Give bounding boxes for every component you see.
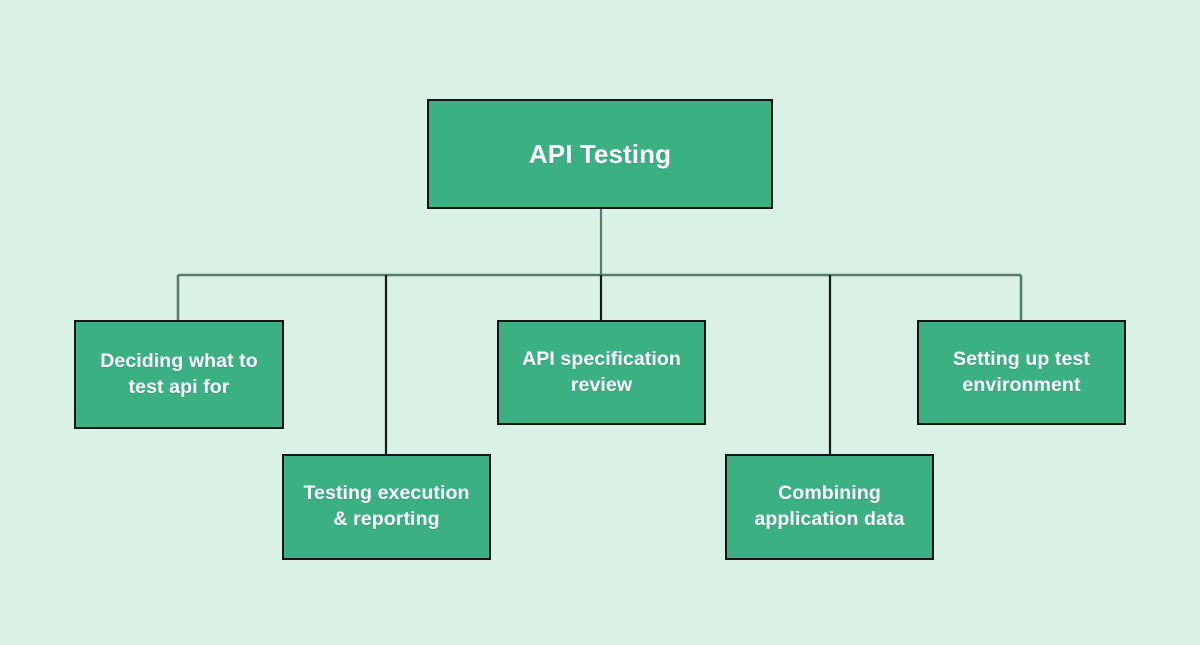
node-setting-up-test-environment-label: Setting up test environment [953, 347, 1090, 396]
node-deciding-what-to-test-api-for[interactable]: Deciding what to test api for [74, 320, 284, 429]
node-testing-execution-and-reporting[interactable]: Testing execution & reporting [282, 454, 491, 560]
node-api-testing-label: API Testing [528, 138, 672, 169]
node-combining-application-data-label: Combining application data [754, 482, 905, 530]
node-combining-application-data[interactable]: Combining application data [725, 454, 934, 560]
node-testing-execution-and-reporting-label: Testing execution & reporting [303, 482, 470, 530]
node-api-testing[interactable]: API Testing [427, 99, 773, 209]
node-api-specification-review[interactable]: API specification review [497, 320, 706, 425]
node-setting-up-test-environment[interactable]: Setting up test environment [917, 320, 1126, 425]
node-api-specification-review-label: API specification review [522, 347, 681, 396]
node-deciding-what-to-test-api-for-label: Deciding what to test api for [100, 349, 258, 398]
